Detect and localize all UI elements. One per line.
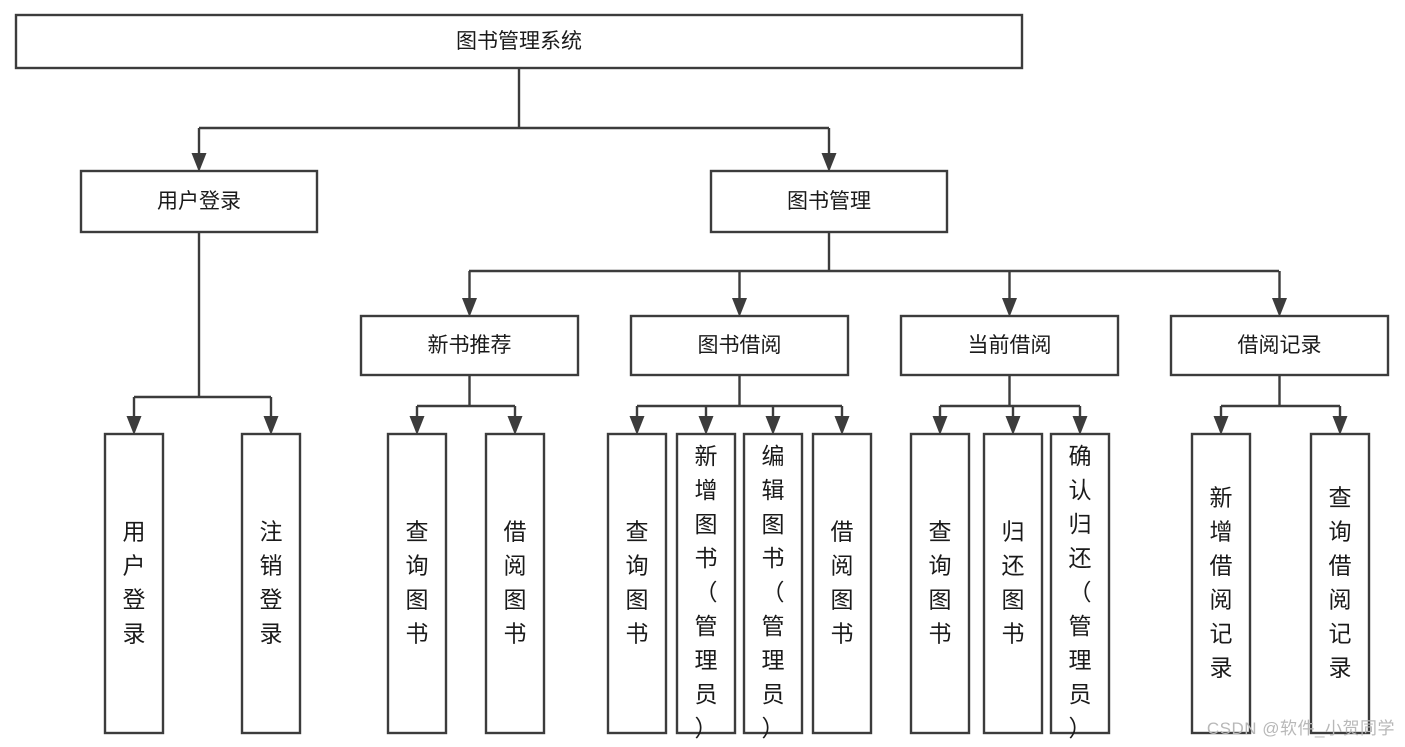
node-box xyxy=(909,432,971,735)
node-box xyxy=(359,314,580,377)
node-label: 当前借阅 xyxy=(968,334,1052,357)
node-label: 图书借阅 xyxy=(698,334,782,357)
arrow-head-icon xyxy=(732,298,747,317)
arrow-head-icon xyxy=(1272,298,1287,317)
node-leaf-query-book-2[interactable]: 查询图书 xyxy=(606,432,668,735)
node-box xyxy=(709,169,949,234)
node-box xyxy=(811,432,873,735)
arrow-head-icon xyxy=(263,416,279,435)
watermark-text: CSDN @软件_小贺同学 xyxy=(1206,719,1395,738)
node-box xyxy=(899,314,1120,377)
node-bookmgmt[interactable]: 图书管理 xyxy=(709,169,949,234)
node-box xyxy=(79,169,319,234)
node-box xyxy=(103,432,165,735)
node-leaf-confirm-return[interactable]: 确认归还（管理员） xyxy=(1049,432,1111,741)
node-label: 借阅记录 xyxy=(1238,334,1322,357)
node-label: 确认归还（管理员） xyxy=(1069,443,1092,741)
arrow-head-icon xyxy=(126,416,142,435)
node-label: 图书管理 xyxy=(787,190,871,213)
node-label: 查询借阅记录 xyxy=(1329,485,1352,681)
node-box xyxy=(240,432,302,735)
node-box xyxy=(742,432,804,735)
node-leaf-query-book-1[interactable]: 查询图书 xyxy=(386,432,448,735)
node-leaf-return-book[interactable]: 归还图书 xyxy=(982,432,1044,735)
node-box xyxy=(1169,314,1390,377)
node-box xyxy=(982,432,1044,735)
arrow-head-icon xyxy=(629,416,645,435)
node-leaf-user-login[interactable]: 用户登录 xyxy=(103,432,165,735)
node-label: 编辑图书（管理员） xyxy=(762,443,785,741)
node-label: 新书推荐 xyxy=(428,334,512,357)
node-box xyxy=(14,13,1024,70)
node-label: 查询图书 xyxy=(626,519,649,647)
node-leaf-query-record[interactable]: 查询借阅记录 xyxy=(1309,432,1371,735)
node-box xyxy=(386,432,448,735)
arrow-head-icon xyxy=(1072,416,1088,435)
arrow-head-icon xyxy=(409,416,425,435)
node-box xyxy=(606,432,668,735)
node-leaf-query-book-3[interactable]: 查询图书 xyxy=(909,432,971,735)
node-leaf-borrow-book-2[interactable]: 借阅图书 xyxy=(811,432,873,735)
arrow-head-icon xyxy=(1005,416,1021,435)
arrow-head-icon xyxy=(765,416,781,435)
arrow-head-icon xyxy=(507,416,523,435)
node-current[interactable]: 当前借阅 xyxy=(899,314,1120,377)
node-label: 借阅图书 xyxy=(504,519,527,647)
node-label: 查询图书 xyxy=(929,519,952,647)
node-label: 查询图书 xyxy=(406,519,429,647)
node-leaf-edit-book[interactable]: 编辑图书（管理员） xyxy=(742,432,804,741)
node-layer: 图书管理系统用户登录图书管理新书推荐图书借阅当前借阅借阅记录用户登录注销登录查询… xyxy=(14,13,1390,741)
node-record[interactable]: 借阅记录 xyxy=(1169,314,1390,377)
node-label: 归还图书 xyxy=(1002,519,1025,647)
arrow-head-icon xyxy=(821,153,837,172)
node-label: 用户登录 xyxy=(157,190,241,213)
node-label: 新增借阅记录 xyxy=(1210,485,1233,681)
arrow-head-icon xyxy=(1332,416,1348,435)
node-box xyxy=(484,432,546,735)
node-leaf-add-book[interactable]: 新增图书（管理员） xyxy=(675,432,737,741)
node-label: 新增图书（管理员） xyxy=(695,443,718,741)
node-box xyxy=(1309,432,1371,735)
node-label: 图书管理系统 xyxy=(456,30,582,53)
arrow-head-icon xyxy=(191,153,207,172)
node-box xyxy=(675,432,737,735)
node-label: 注销登录 xyxy=(260,519,283,647)
arrow-head-icon xyxy=(1002,298,1017,317)
node-borrow[interactable]: 图书借阅 xyxy=(629,314,850,377)
arrow-head-icon xyxy=(1213,416,1229,435)
node-label: 借阅图书 xyxy=(831,519,854,647)
arrow-head-icon xyxy=(834,416,850,435)
node-label: 用户登录 xyxy=(123,519,146,647)
node-box xyxy=(629,314,850,377)
node-box xyxy=(1190,432,1252,735)
node-leaf-user-logout[interactable]: 注销登录 xyxy=(240,432,302,735)
node-leaf-borrow-book-1[interactable]: 借阅图书 xyxy=(484,432,546,735)
arrow-head-icon xyxy=(462,298,477,317)
node-box xyxy=(1049,432,1111,735)
node-leaf-add-record[interactable]: 新增借阅记录 xyxy=(1190,432,1252,735)
arrow-head-icon xyxy=(698,416,714,435)
node-root[interactable]: 图书管理系统 xyxy=(14,13,1024,70)
node-login[interactable]: 用户登录 xyxy=(79,169,319,234)
node-newbook[interactable]: 新书推荐 xyxy=(359,314,580,377)
connector-layer xyxy=(126,68,1348,435)
arrow-head-icon xyxy=(932,416,948,435)
